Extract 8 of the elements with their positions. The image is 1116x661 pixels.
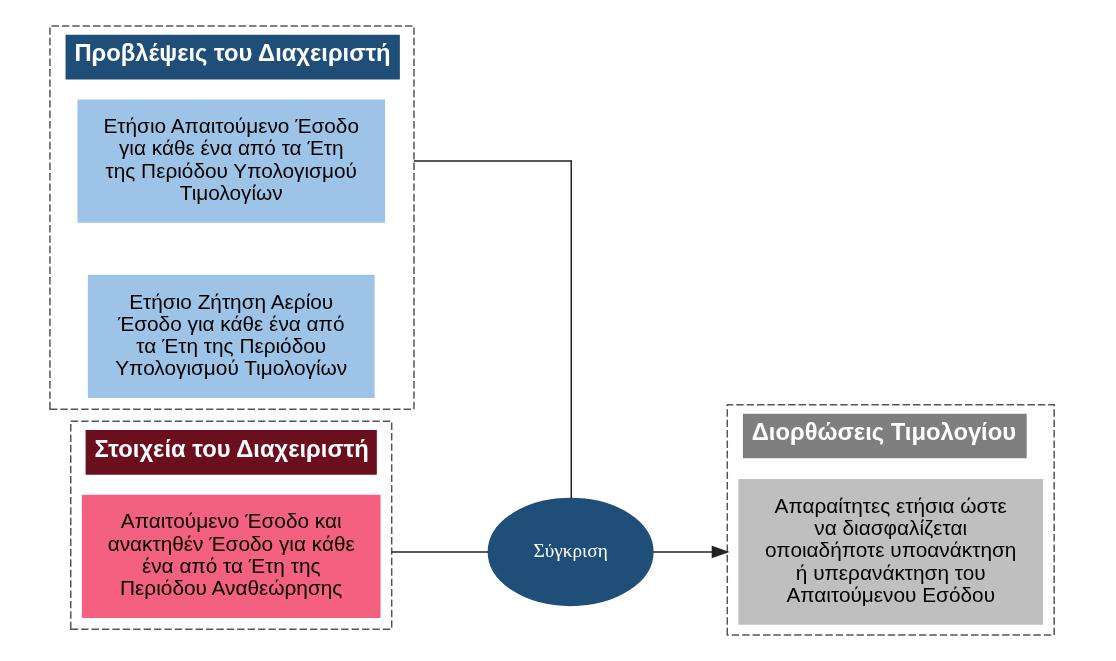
node-box: Ετήσιο Ζήτηση Αερίου Έσοδο για κάθε ένα από τα Έτη της Περιόδου Υπολογισμού Τιμολογίων	[87, 274, 375, 399]
connector	[413, 160, 572, 500]
connector	[390, 551, 489, 553]
node-box: Απαιτούμενο Έσοδο και ανακτηθέν Έσοδο για κάθε ένα από τα Έτη της Περιόδου Αναθεώρησης	[81, 494, 381, 618]
node-box: Ετήσιο Απαιτούμενο Έσοδο για κάθε ένα από τα Έτη της Περιόδου Υπολογισμού Τιμολογίων	[77, 99, 385, 223]
node-box: Απαραίτητες ετήσια ώστε να διασφαλίζεται οποιαδήποτε υποανάκτηση ή υπερανάκτηση του Απαιτούμενου Εσόδου	[738, 479, 1044, 625]
arrow	[652, 545, 730, 559]
node-ellipse: Σύγκριση	[487, 497, 654, 607]
